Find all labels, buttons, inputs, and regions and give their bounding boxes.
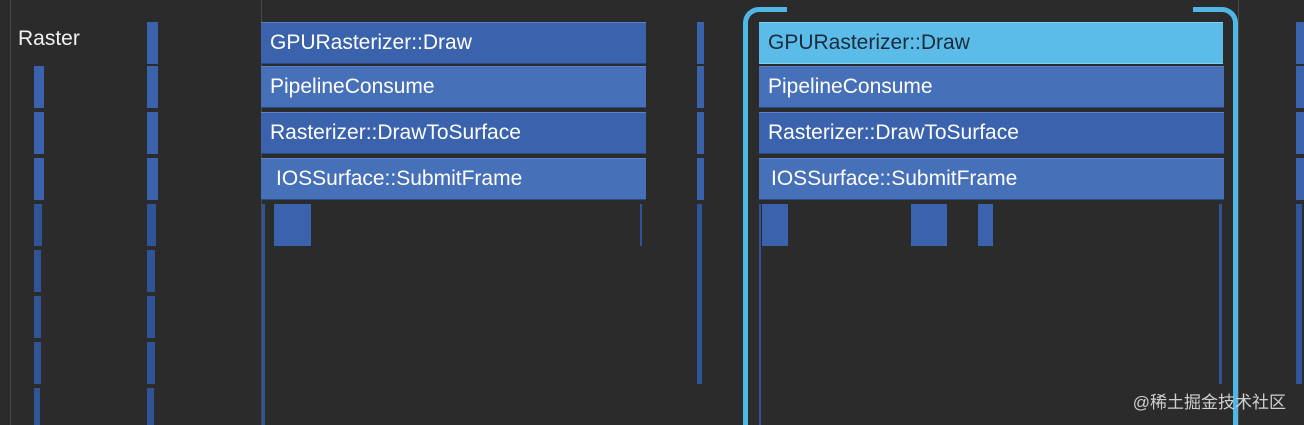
frame-divider <box>261 0 262 425</box>
slice-marker[interactable] <box>1219 204 1222 384</box>
slice-marker[interactable] <box>147 250 155 292</box>
slice-marker[interactable] <box>762 204 788 246</box>
track-label: Raster <box>18 27 80 50</box>
track-divider <box>10 0 11 425</box>
slice-marker[interactable] <box>697 204 702 384</box>
slice-pipeline-consume[interactable]: PipelineConsume <box>261 66 646 108</box>
slice-marker[interactable] <box>147 66 158 108</box>
slice-marker[interactable] <box>34 204 42 246</box>
slice-marker[interactable] <box>1296 22 1304 64</box>
slice-marker[interactable] <box>34 66 44 108</box>
slice-marker[interactable] <box>147 388 154 425</box>
slice-marker[interactable] <box>978 204 993 246</box>
slice-marker[interactable] <box>34 342 41 384</box>
slice-marker[interactable] <box>262 204 265 425</box>
slice-marker[interactable] <box>1296 112 1304 154</box>
slice-submit-frame[interactable]: IOSSurface::SubmitFrame <box>261 158 646 200</box>
slice-marker[interactable] <box>147 204 156 246</box>
slice-marker[interactable] <box>1296 158 1304 200</box>
slice-marker[interactable] <box>911 204 947 246</box>
slice-marker[interactable] <box>1296 204 1302 384</box>
slice-marker[interactable] <box>34 112 44 154</box>
slice-marker[interactable] <box>697 22 704 64</box>
slice-pipeline-consume[interactable]: PipelineConsume <box>759 66 1224 108</box>
watermark: @稀土掘金技术社区 <box>1132 393 1286 412</box>
slice-marker[interactable] <box>147 158 158 200</box>
selection-bracket-gap <box>787 5 1193 14</box>
slice-marker[interactable] <box>640 204 642 246</box>
slice-marker[interactable] <box>759 204 761 425</box>
slice-marker[interactable] <box>147 296 155 338</box>
slice-draw-to-surface[interactable]: Rasterizer::DrawToSurface <box>261 112 646 154</box>
slice-draw-to-surface[interactable]: Rasterizer::DrawToSurface <box>759 112 1224 154</box>
slice-marker[interactable] <box>697 158 704 200</box>
slice-marker[interactable] <box>147 22 158 64</box>
selection-bracket <box>743 7 1238 425</box>
slice-marker[interactable] <box>147 112 158 154</box>
slice-submit-frame[interactable]: IOSSurface::SubmitFrame <box>759 158 1224 200</box>
slice-marker[interactable] <box>274 204 311 246</box>
slice-marker[interactable] <box>34 388 40 425</box>
slice-marker[interactable] <box>34 296 41 338</box>
slice-gpurasterizer-draw-selected[interactable]: GPURasterizer::Draw <box>759 22 1223 64</box>
slice-marker[interactable] <box>697 112 704 154</box>
slice-marker[interactable] <box>34 158 44 200</box>
frame-divider <box>1238 0 1239 425</box>
slice-marker[interactable] <box>34 250 41 292</box>
slice-marker[interactable] <box>697 66 704 108</box>
slice-gpurasterizer-draw[interactable]: GPURasterizer::Draw <box>261 22 646 64</box>
slice-marker[interactable] <box>1296 66 1304 108</box>
slice-marker[interactable] <box>147 342 155 384</box>
